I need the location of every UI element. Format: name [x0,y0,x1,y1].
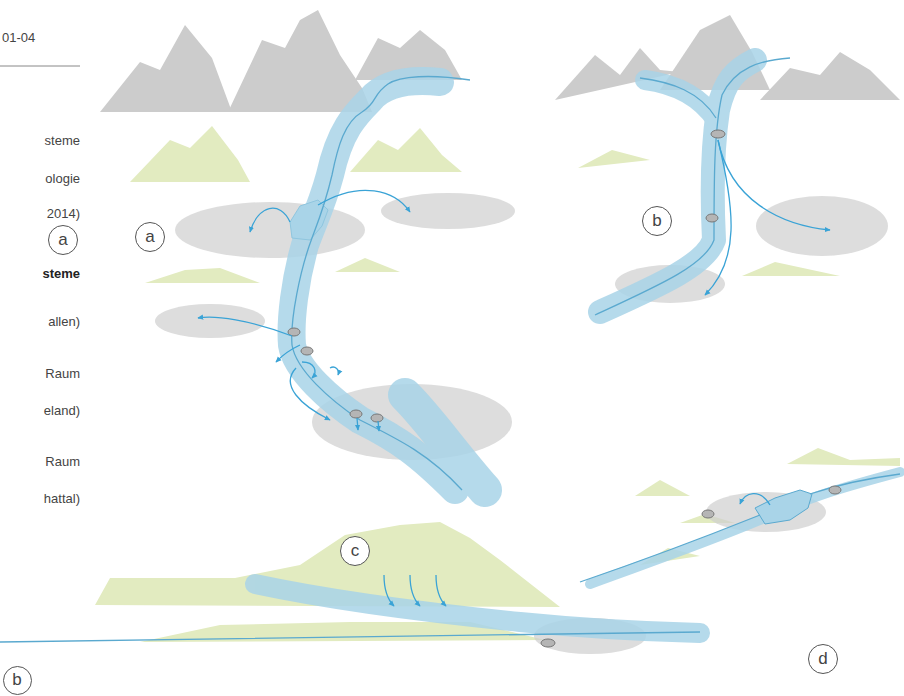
callout-letter: c [351,542,360,559]
margin-text: steme [42,266,80,282]
callout-circle: d [808,644,838,674]
callout-letter: d [818,650,827,667]
margin-text: 01-04 [2,30,35,46]
callout-letter: a [58,231,67,248]
margin-text: Raum [45,454,80,470]
margin-text: steme [45,133,80,149]
rule-line [0,66,80,67]
callout-circle: a [48,225,78,255]
callout-letter: a [145,228,154,245]
river-bands [255,60,900,633]
margin-text: eland) [44,403,80,419]
hills [95,126,900,642]
margin-text: hattal) [44,491,80,507]
margin-text: ologie [45,171,80,187]
river-lines [0,58,900,642]
callout-letter: b [12,671,21,688]
influence-areas [155,193,888,654]
callout-letter: b [652,212,661,229]
callout-circle: a [135,222,165,252]
dots [288,130,841,647]
lake [755,490,812,524]
margin-text: allen) [48,314,80,330]
callout-circle: b [3,666,32,695]
margin-text: Raum [45,366,80,382]
margin-text: 2014) [47,206,80,222]
lake [290,200,328,240]
callout-circle: c [340,536,370,566]
flow-arrows [198,140,830,606]
callout-circle: b [642,206,672,236]
mountains [100,10,900,112]
